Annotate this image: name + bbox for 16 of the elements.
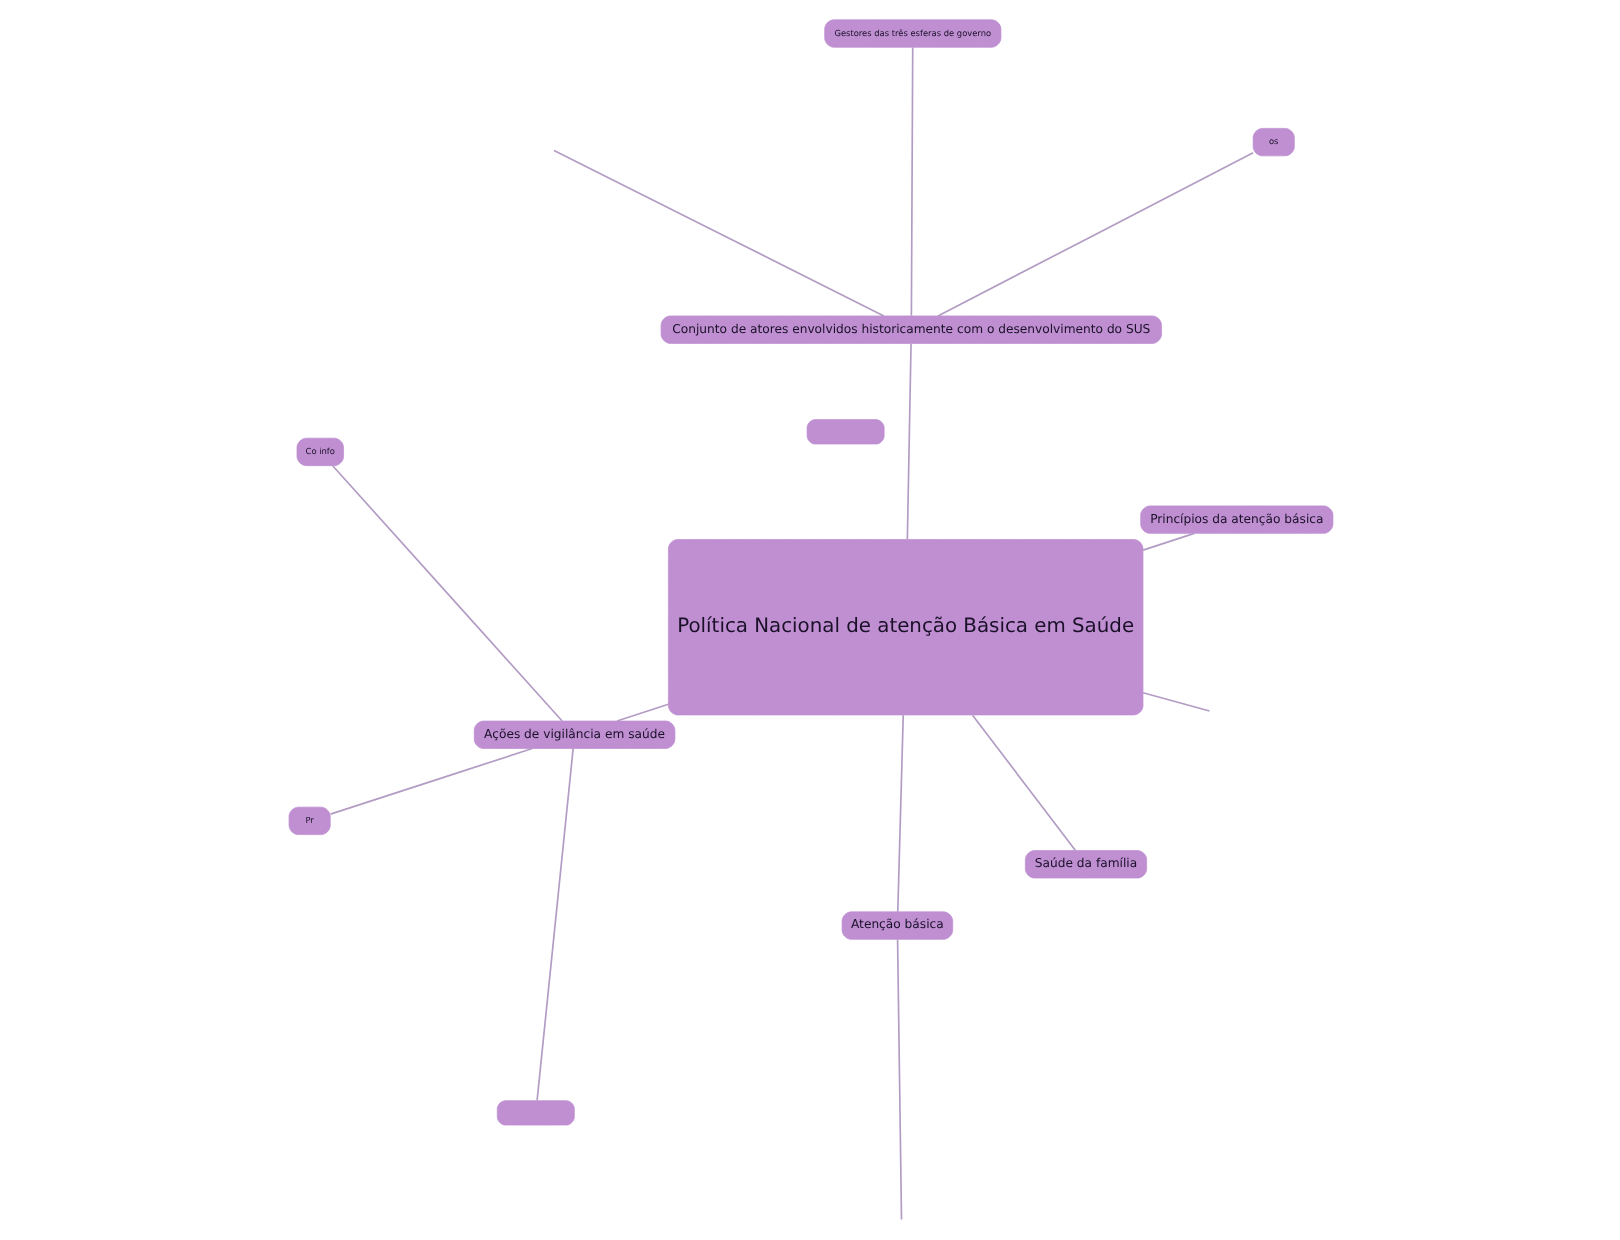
node-box: Política Nacional de atenção Básica em Saúde <box>667 539 1143 716</box>
connector <box>909 46 913 317</box>
connector <box>970 714 1076 852</box>
node-box <box>495 1100 574 1126</box>
connector <box>936 151 1253 317</box>
connector <box>1141 691 1210 712</box>
connector <box>535 747 573 1102</box>
connector <box>1141 532 1195 551</box>
connector <box>615 703 669 722</box>
node-box <box>805 419 884 445</box>
connector <box>328 747 533 815</box>
connector <box>330 464 562 722</box>
connector <box>552 149 884 317</box>
connector <box>895 938 902 1221</box>
connector <box>905 342 911 541</box>
connector <box>895 714 904 913</box>
